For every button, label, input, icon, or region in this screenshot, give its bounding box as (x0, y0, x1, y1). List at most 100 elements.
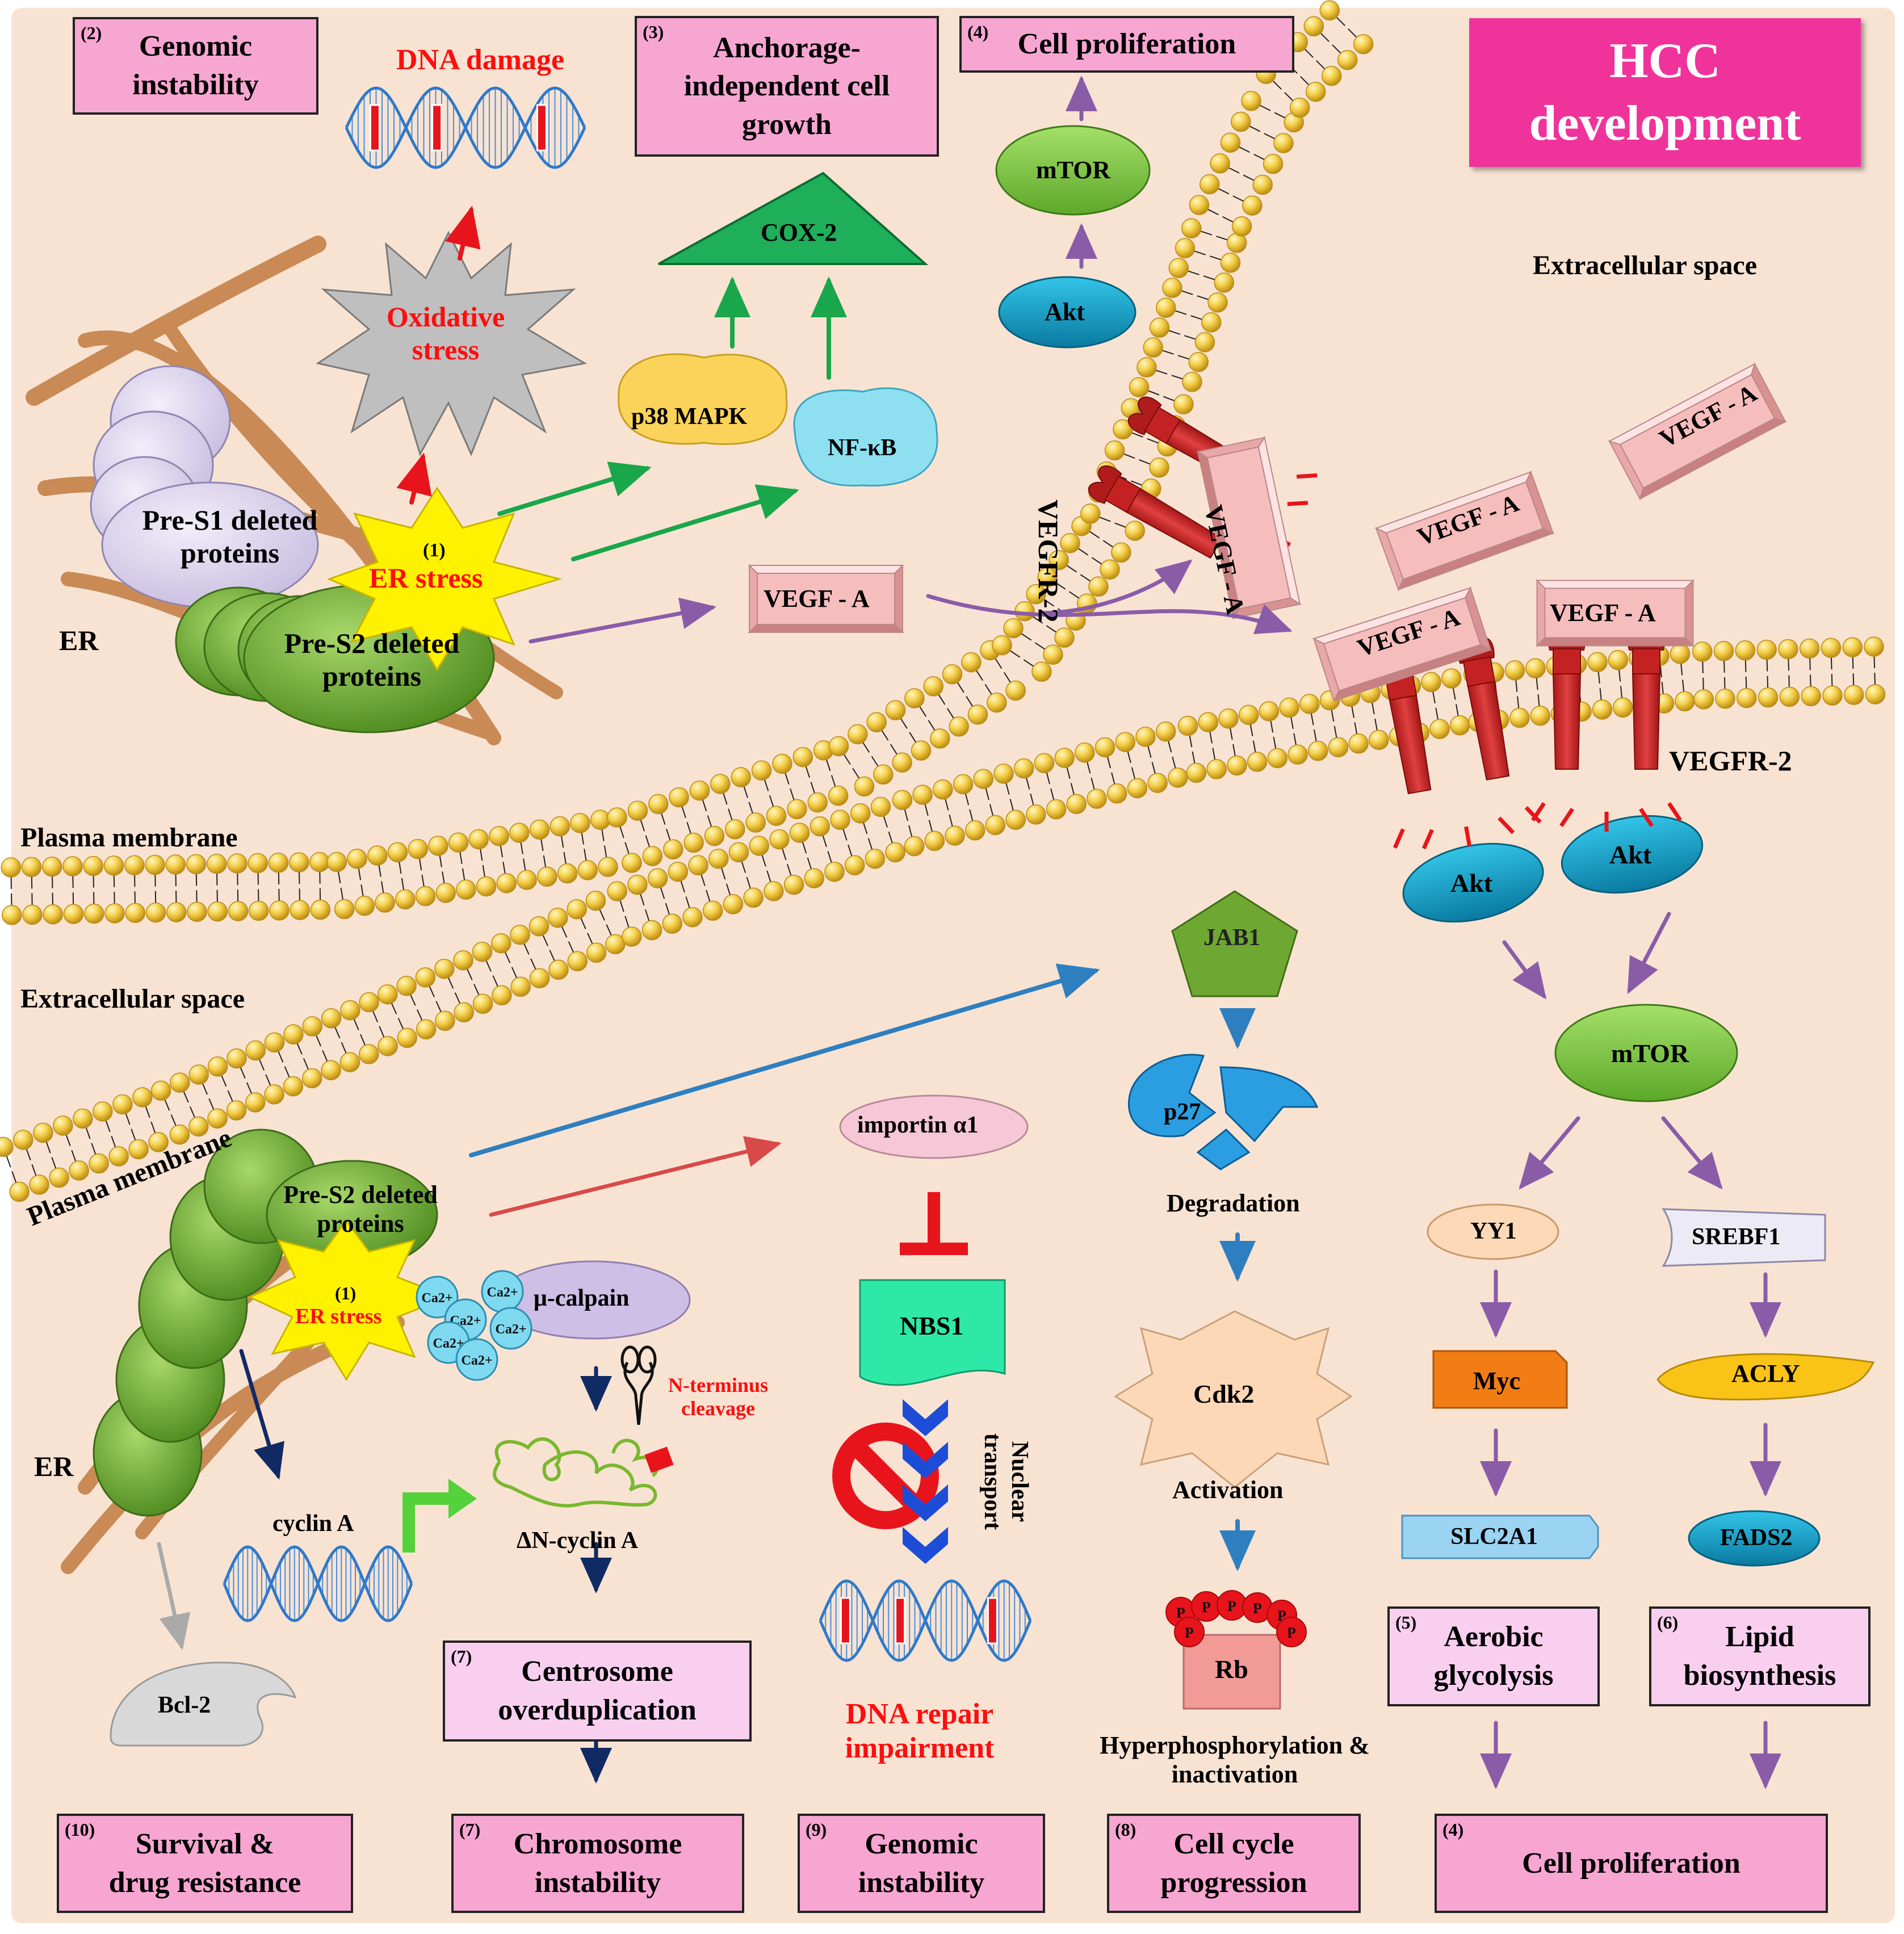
srebf1-shape (1662, 1208, 1826, 1267)
dna-helix-top (345, 86, 586, 169)
nbs1-label: NBS1 (900, 1311, 964, 1340)
srebf1-label: SREBF1 (1692, 1224, 1781, 1250)
dna-damage-label: DNA damage (396, 44, 565, 76)
outcome-num: (7) (451, 1646, 472, 1667)
pre-s2-label-bottom: Pre-S2 deleted proteins (283, 1181, 438, 1237)
svg-text:P: P (1202, 1599, 1211, 1616)
outcome-centrosome: (7) Centrosome overduplication (443, 1641, 752, 1742)
svg-text:Ca2+: Ca2+ (461, 1353, 492, 1368)
page-title: HCC development (1529, 33, 1801, 151)
outcome-cell-proliferation-bottom: (4)Cell proliferation (1435, 1814, 1828, 1913)
degradation-label: Degradation (1167, 1189, 1300, 1217)
arrows (157, 75, 1781, 1789)
er-stress-num-top: (1) (423, 540, 446, 561)
calcium-ions: Ca2+Ca2+Ca2+Ca2+Ca2+Ca2+ (416, 1270, 532, 1381)
rb-label: Rb (1215, 1655, 1248, 1684)
er-stress-num-bottom: (1) (335, 1283, 357, 1303)
outcome-label: Centrosome overduplication (498, 1655, 697, 1726)
fads2-label: FADS2 (1720, 1525, 1793, 1551)
outcome-num: (10) (65, 1819, 95, 1840)
mtor-shape-right (1554, 1004, 1738, 1102)
outcome-label: Chromosome instability (513, 1827, 682, 1899)
p38-shape (618, 353, 788, 445)
outcome-cell-proliferation-top: (4) Cell proliferation (959, 16, 1294, 73)
oxidative-stress-star (316, 230, 588, 456)
outcome-label: Cell proliferation (1522, 1847, 1741, 1880)
cyclin-a-squiggle (493, 1437, 659, 1508)
promoter-arrow (402, 1492, 454, 1553)
nbs1-shape (859, 1279, 1006, 1386)
outcome-label: Cell proliferation (1017, 28, 1236, 61)
inhibition-mark (900, 1192, 968, 1255)
importin-label: importin α1 (857, 1112, 979, 1138)
svg-text:P: P (1253, 1600, 1262, 1617)
er-label-top: ER (59, 624, 99, 656)
bcl2-label: Bcl-2 (158, 1692, 211, 1718)
dna-helix-repair (819, 1579, 1032, 1662)
akt-shape-top (998, 276, 1136, 349)
jab1-label: JAB1 (1203, 925, 1261, 951)
slc2a1-label: SLC2A1 (1450, 1524, 1538, 1550)
nuclear-transport-chevrons (903, 1399, 948, 1564)
er-stress-label-top: ER stress (369, 562, 483, 594)
membrane-bottom (0, 636, 1886, 1202)
hyperphosphorylation-label: Hyperphosphorylation & inactivation (1100, 1731, 1370, 1788)
scissors-icon (620, 1345, 657, 1425)
yy1-label: YY1 (1470, 1218, 1517, 1244)
p27-shape (1128, 1054, 1319, 1171)
pre-s2-label-top: Pre-S2 deleted proteins (284, 627, 460, 692)
mtor-label-right: mTOR (1611, 1039, 1689, 1068)
vegf-a-boxes (748, 362, 1787, 703)
dna-helix-cyclin-a (223, 1545, 413, 1622)
er-label-bottom: ER (34, 1450, 74, 1482)
akt-label-top: Akt (1045, 298, 1085, 326)
acly-shape (1656, 1353, 1875, 1401)
bcl2-shape (110, 1662, 297, 1747)
cdk2-label: Cdk2 (1193, 1379, 1255, 1408)
calpain-label: μ-calpain (534, 1285, 630, 1311)
outcome-cell-cycle: (8) Cell cycle progression (1107, 1814, 1361, 1913)
nuclear-transport-label: Nuclear transport (979, 1433, 1033, 1530)
outcome-chromosome: (7)Chromosome instability (451, 1814, 744, 1913)
outcome-anchorage: (3) Anchorage-independent cell growth (635, 16, 939, 157)
outcome-num: (3) (643, 22, 664, 42)
svg-text:P: P (1227, 1598, 1236, 1614)
er-stress-label-bottom: ER stress (295, 1304, 382, 1328)
outcome-lipid-biosynthesis: (6)Lipid biosynthesis (1649, 1606, 1871, 1706)
outcome-genomic-instability-top: (2) Genomic instability (73, 17, 318, 115)
svg-text:P: P (1176, 1605, 1185, 1621)
membrane-top (1, 0, 1374, 925)
outcome-num: (2) (81, 23, 102, 43)
outcome-num: (4) (967, 22, 989, 42)
outcome-label: Genomic instability (858, 1827, 985, 1899)
outcome-num: (5) (1395, 1612, 1417, 1633)
svg-text:P: P (1287, 1625, 1296, 1641)
akt-shape-right-2 (1561, 815, 1704, 894)
vegf-a-label-1: VEGF - A (764, 585, 870, 612)
outcome-label: Survival & drug resistance (108, 1827, 301, 1899)
importin-shape (839, 1094, 1029, 1159)
myc-shape (1432, 1350, 1568, 1409)
outcome-label: Cell cycle progression (1160, 1827, 1307, 1899)
acly-label: ACLY (1731, 1360, 1800, 1387)
n-terminus-label: N-terminus cleavage (668, 1374, 768, 1420)
outcome-genomic-instability-bottom: (9) Genomic instability (798, 1814, 1045, 1913)
outcome-num: (8) (1115, 1819, 1136, 1840)
pre-s1-label: Pre-S1 deleted proteins (142, 504, 318, 569)
outcome-num: (9) (806, 1819, 827, 1840)
er-stress-star-top (326, 486, 563, 672)
outcome-label: Genomic instability (132, 30, 259, 101)
outcome-aerobic-glycolysis: (5) Aerobic glycolysis (1387, 1606, 1600, 1706)
pre-s2-proteins-shape-bottom (93, 1128, 438, 1517)
dn-cyclin-a-label: ΔN-cyclin A (517, 1528, 639, 1554)
title-box: HCC development (1469, 18, 1861, 167)
activation-label: Activation (1172, 1476, 1284, 1504)
dna-repair-label: DNA repair impairment (845, 1698, 995, 1764)
outcome-label: Aerobic glycolysis (1433, 1621, 1554, 1692)
myc-label: Myc (1473, 1367, 1521, 1395)
outcome-survival: (10) Survival & drug resistance (57, 1814, 353, 1913)
plasma-membrane-label-top: Plasma membrane (20, 823, 238, 853)
akt-shape-right-1 (1402, 842, 1544, 923)
outcome-label: Anchorage-independent cell growth (683, 31, 890, 141)
svg-text:Ca2+: Ca2+ (487, 1285, 518, 1300)
